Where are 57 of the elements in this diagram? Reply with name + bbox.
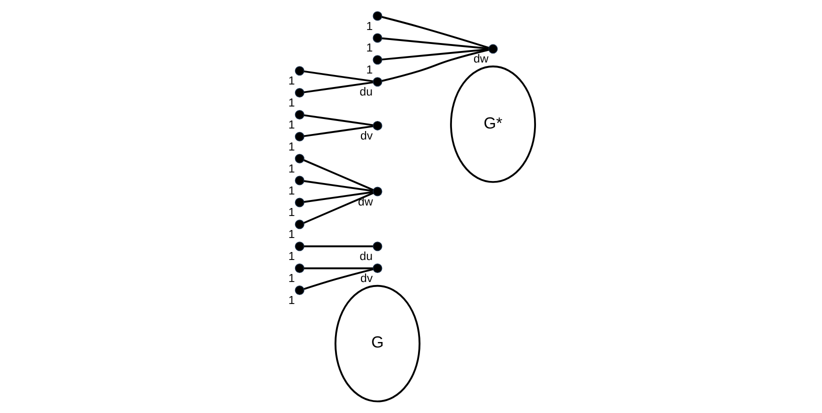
connector	[381, 48, 488, 82]
connector	[304, 245, 372, 248]
connector	[303, 180, 373, 192]
connector	[302, 159, 374, 191]
node-label: du	[359, 250, 372, 264]
node-circle	[294, 264, 304, 274]
connector	[381, 48, 488, 60]
node-ellipse: G	[334, 284, 420, 402]
connector	[303, 81, 373, 94]
node-circle	[294, 285, 304, 295]
connector	[381, 37, 488, 50]
connector	[303, 114, 373, 126]
node-label: du	[359, 86, 372, 99]
node-circle	[372, 264, 382, 274]
node-label: dw	[472, 52, 488, 66]
node-label: 1	[288, 184, 294, 198]
node-label: 1	[288, 250, 294, 264]
node-label: 1	[366, 64, 372, 77]
node-label: 1	[288, 294, 294, 307]
node-label: 1	[288, 140, 294, 154]
node-ellipse: G*	[450, 66, 536, 183]
node-circle	[372, 11, 382, 21]
node-circle	[294, 242, 304, 252]
node-circle	[488, 44, 498, 54]
node-circle	[294, 66, 304, 76]
node-label: dv	[360, 272, 372, 286]
node-circle	[372, 186, 382, 196]
connector	[303, 268, 373, 290]
node-circle	[294, 88, 304, 98]
node-circle	[294, 110, 304, 120]
node-label: 1	[288, 272, 294, 286]
node-label: 1	[288, 206, 294, 220]
node-label: 1	[288, 228, 294, 242]
connector	[304, 267, 372, 270]
node-label: 1	[288, 162, 294, 176]
node-circle	[294, 220, 304, 230]
node-circle	[294, 132, 304, 142]
node-label: 1	[288, 96, 294, 110]
connector	[302, 192, 374, 224]
node-label: dv	[360, 129, 372, 142]
node-circle	[372, 33, 382, 43]
node-label: 1	[288, 118, 294, 132]
connector	[303, 70, 373, 82]
connector	[303, 125, 373, 138]
node-circle	[372, 120, 382, 130]
node-label: 1	[366, 20, 372, 33]
node-label: 1	[366, 42, 372, 55]
node-label: dw	[357, 195, 372, 208]
node-circle	[372, 55, 382, 65]
node-label: 1	[288, 74, 294, 88]
node-circle	[294, 176, 304, 186]
connector	[303, 191, 373, 203]
connector	[381, 16, 488, 49]
node-circle	[294, 154, 304, 164]
node-circle	[372, 242, 382, 252]
node-circle	[372, 77, 382, 87]
node-circle	[294, 198, 304, 208]
